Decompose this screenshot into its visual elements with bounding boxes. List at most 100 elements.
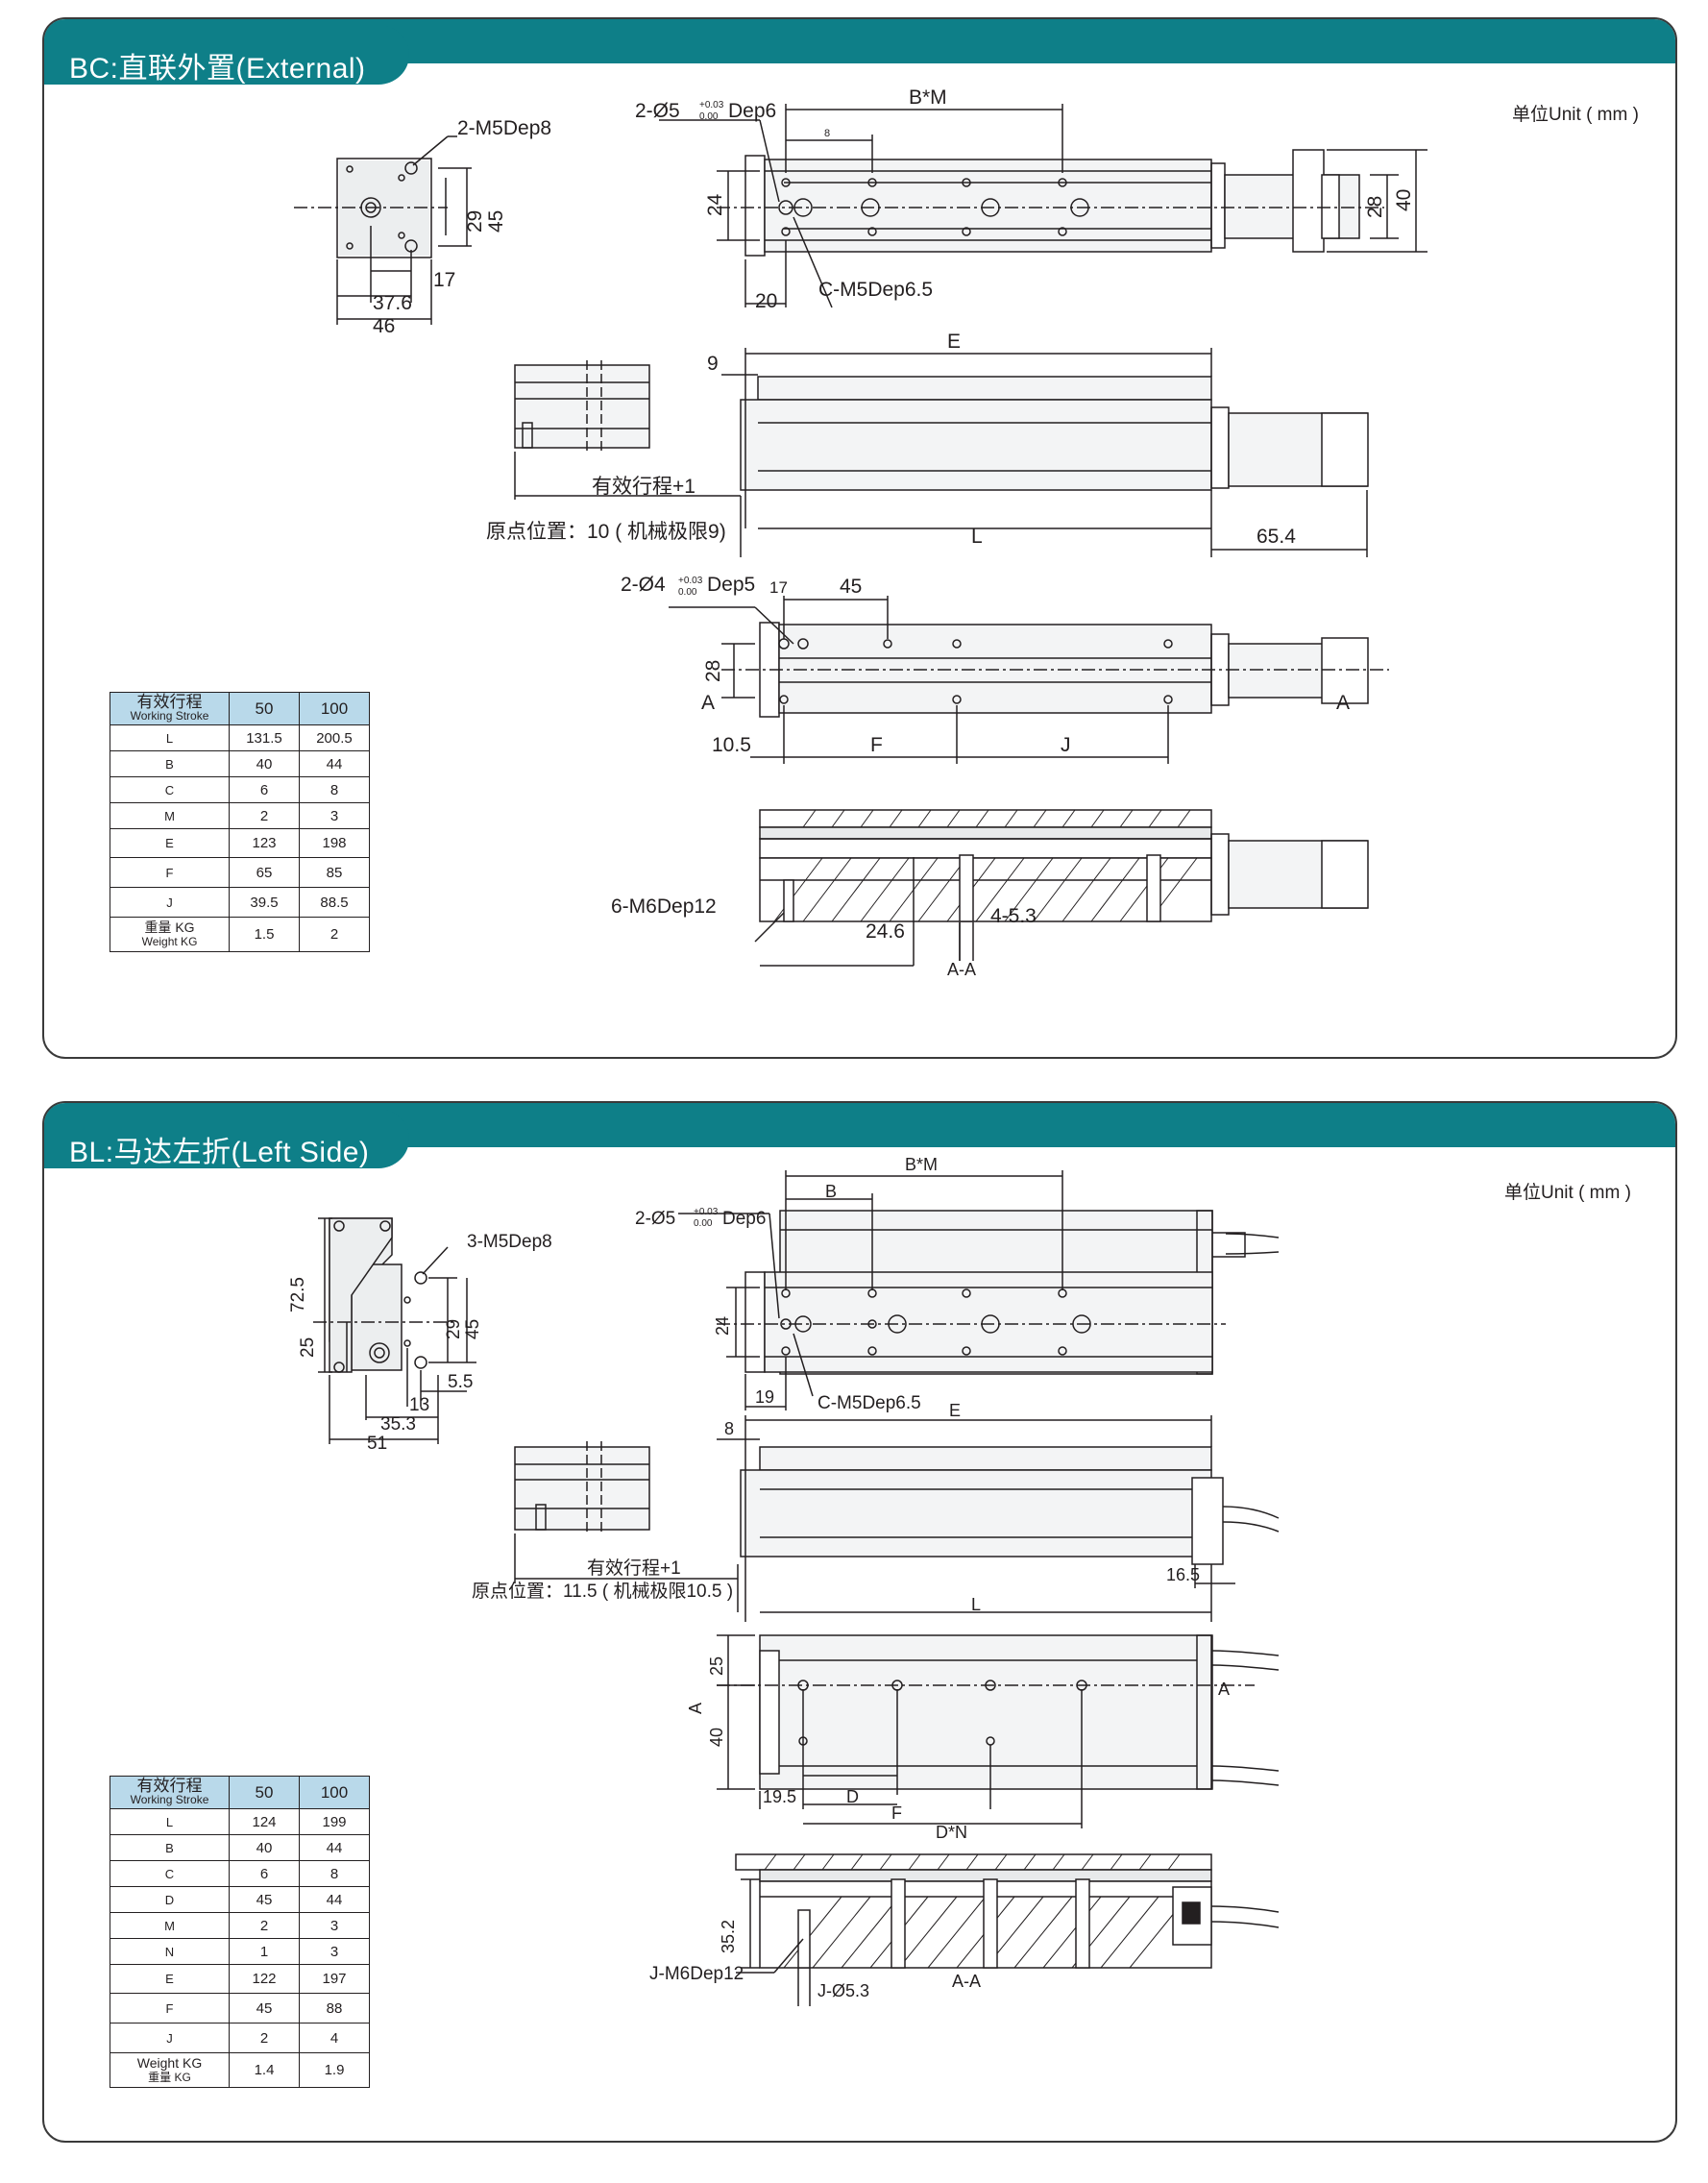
row-value: 44 <box>299 1886 370 1913</box>
bl-drawing: 3-M5Dep8 72.5 25 29 45 5.5 13 35.3 51 2-… <box>288 1155 1280 2006</box>
dim-label: 72.5 <box>288 1277 308 1312</box>
dim-label: J-Ø5.3 <box>817 1981 869 2000</box>
row-value: 3 <box>299 1912 370 1939</box>
row-value: 85 <box>299 857 370 888</box>
row-key: C <box>110 1860 230 1887</box>
dim-label: 原点位置：11.5 ( 机械极限10.5 ) <box>472 1581 733 1602</box>
dim-label: Dep6 <box>728 100 776 122</box>
unit-label: 单位Unit ( mm ) <box>1512 105 1639 125</box>
bl-section-view <box>735 1853 1280 2006</box>
dim-label: A-A <box>947 960 976 979</box>
row-value: 2 <box>229 2023 300 2053</box>
dim-label: 8 <box>824 128 830 139</box>
row-value: 8 <box>299 776 370 803</box>
dim-label: 24 <box>704 193 726 216</box>
dim-label: 51 <box>367 1434 387 1454</box>
row-key: L <box>110 724 230 751</box>
row-value: 122 <box>229 1964 300 1994</box>
dim-label: A <box>686 1703 705 1714</box>
row-value: 45 <box>229 1993 300 2024</box>
dim-label: 25 <box>707 1656 726 1676</box>
bl-end-view <box>313 1217 476 1444</box>
bc-section-view <box>754 809 1369 967</box>
panel-title: BC:直联外置(External) <box>69 53 366 85</box>
dim-label: 10.5 <box>712 734 751 756</box>
dim-label: 24 <box>713 1316 732 1336</box>
row-key: E <box>110 828 230 858</box>
dim-label: A <box>1218 1680 1230 1699</box>
row-value: 44 <box>299 750 370 777</box>
unit-label: 单位Unit ( mm ) <box>1504 1183 1631 1203</box>
row-value: 4 <box>299 2023 370 2053</box>
dim-label: 2-Ø5 <box>635 100 680 122</box>
row-value: 3 <box>299 802 370 829</box>
dim-label: C-M5Dep6.5 <box>817 1393 921 1413</box>
bl-dimension-labels: 3-M5Dep8 72.5 25 29 45 5.5 13 35.3 51 2-… <box>288 1155 1230 2000</box>
row-value: 131.5 <box>229 724 300 751</box>
dim-label: 2-M5Dep8 <box>457 117 551 139</box>
dim-label: 6-M6Dep12 <box>611 895 717 918</box>
row-key: L <box>110 1808 230 1835</box>
dim-label: 65.4 <box>1257 526 1296 548</box>
dim-label: A <box>1336 692 1350 714</box>
dim-label: 5.5 <box>448 1372 473 1392</box>
bc-end-view <box>294 135 472 325</box>
row-value: 40 <box>229 1834 300 1861</box>
row-key: J <box>110 887 230 918</box>
dim-label: F <box>870 734 883 756</box>
row-value: 124 <box>229 1808 300 1835</box>
dim-label: 2-Ø5 <box>635 1209 675 1229</box>
dim-label: 0.00 <box>699 111 719 122</box>
row-key: M <box>110 802 230 829</box>
dim-label: E <box>947 331 961 353</box>
row-value: 3 <box>299 1938 370 1965</box>
dim-label: 40 <box>1393 189 1415 211</box>
dim-label: B*M <box>909 86 947 109</box>
dim-label: L <box>971 1595 981 1614</box>
row-value: 200.5 <box>299 724 370 751</box>
dim-label: 原点位置：10 ( 机械极限9) <box>486 521 726 543</box>
dim-label: 有效行程+1 <box>587 1558 681 1579</box>
end-view-shaft-icon <box>369 1342 390 1363</box>
row-key: N <box>110 1938 230 1965</box>
dim-label: 0.00 <box>694 1218 713 1229</box>
row-value: 88.5 <box>299 887 370 918</box>
dim-label: 37.6 <box>373 292 412 314</box>
row-key: M <box>110 1912 230 1939</box>
dim-label: 20 <box>755 290 777 312</box>
dim-label: A-A <box>952 1972 981 1991</box>
dim-label: Dep5 <box>707 574 755 596</box>
dim-label: 17 <box>769 578 788 597</box>
stroke-100-header: 100 <box>299 692 370 725</box>
dim-label: D <box>846 1787 859 1806</box>
panel-title-tab <box>44 1109 409 1168</box>
row-value: 40 <box>229 750 300 777</box>
row-value: 6 <box>229 776 300 803</box>
screw-hole-icon <box>404 161 418 175</box>
stroke-50-header: 50 <box>229 1776 300 1809</box>
panel-title-tab <box>44 25 409 85</box>
dim-label: 35.2 <box>719 1920 738 1953</box>
dim-label: J <box>1061 734 1071 756</box>
row-value: 45 <box>229 1886 300 1913</box>
pin-hole-icon <box>780 1318 792 1330</box>
bc-bottom-view <box>669 596 1389 764</box>
screw-hole-icon <box>414 1271 427 1285</box>
dim-label: F <box>891 1803 902 1823</box>
row-key: E <box>110 1964 230 1994</box>
row-key: C <box>110 776 230 803</box>
row-value: 88 <box>299 1993 370 2024</box>
panel-bc: BC:直联外置(External) 单位Unit ( mm ) <box>42 17 1677 1059</box>
dim-label: 45 <box>463 1319 483 1339</box>
dim-label: B <box>825 1182 837 1201</box>
row-value: 44 <box>299 1834 370 1861</box>
dim-label: 13 <box>409 1395 429 1415</box>
pin-hole-icon <box>778 200 793 215</box>
dim-label: 3-M5Dep8 <box>467 1232 552 1252</box>
dim-label: 9 <box>707 353 719 375</box>
